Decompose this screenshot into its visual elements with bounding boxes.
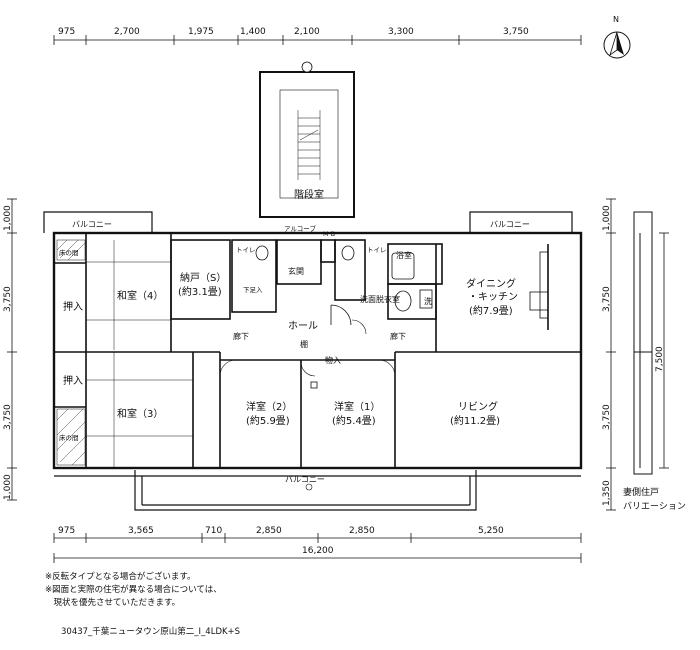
adjacent-unit-outline [633, 211, 653, 475]
bath-label: 浴室 [396, 250, 412, 260]
drain-icon [305, 483, 313, 491]
dk-name2: ・キッチン [468, 291, 518, 303]
note-line-3: 現状を優先させていただきます。 [45, 598, 181, 608]
storage-name: 納戸（S） [180, 271, 226, 284]
balcony-north [43, 211, 573, 233]
dim-right-4: 1,350 [602, 480, 612, 506]
caption: 30437_千葉ニュータウン原山第二_I_4LDK+S [61, 627, 241, 637]
wash-label: 洗 [424, 296, 432, 306]
storage-size: (約3.1畳) [178, 285, 222, 298]
dim-top-6: 3,300 [388, 27, 414, 37]
dim-right-2: 3,750 [602, 286, 612, 312]
balcony-s-label: バルコニー [285, 475, 325, 484]
dim-right-1: 1,000 [602, 205, 612, 231]
oshiire2-label: 押入 [63, 374, 83, 387]
dim-bottom-6: 5,250 [478, 526, 504, 536]
dim-bottom-3: 710 [205, 526, 222, 536]
dim-left-2: 3,750 [3, 286, 13, 312]
dim-bottom-5: 2,850 [349, 526, 375, 536]
dim-left-4: 1,000 [3, 474, 13, 500]
entrance-label: 玄関 [288, 266, 304, 276]
dk-size: (約7.9畳) [469, 304, 513, 317]
note-line-2: ※図面と実際の住宅が異なる場合については、 [45, 585, 222, 595]
dim-top-4: 1,400 [240, 27, 266, 37]
shelf-label: 棚 [300, 339, 308, 349]
hall-label: ホール [288, 320, 318, 332]
living-name: リビング [458, 400, 498, 413]
bottom-dimension-line [53, 533, 582, 563]
yo1-size: (約5.4畳) [332, 414, 376, 427]
right-dimension-line [606, 198, 669, 511]
wa4-label: 和室（4） [117, 289, 163, 302]
dim-top-3: 1,975 [188, 27, 214, 37]
tatami-pattern [56, 239, 193, 468]
dim-top-7: 3,750 [503, 27, 529, 37]
yo2-size: (約5.9畳) [246, 414, 290, 427]
side-note-line2: バリエーション [623, 501, 686, 512]
yo1-name: 洋室（1） [334, 400, 380, 413]
toilet2-label: トイレ [367, 246, 387, 254]
washroom-label: 洗面脱衣室 [360, 294, 400, 304]
dim-left-3: 3,750 [3, 404, 13, 430]
mb-label: M B [323, 230, 335, 238]
hallway2-label: 廊下 [390, 331, 406, 341]
dim-top-2: 2,700 [114, 27, 140, 37]
balcony-south [54, 470, 581, 511]
stair-hall: 階段室 [259, 61, 355, 218]
alcove-label: アルコーブ [284, 224, 316, 233]
left-dimension-line [7, 198, 17, 501]
dim-bottom-2: 3,565 [128, 526, 154, 536]
wa3-label: 和室（3） [117, 407, 163, 420]
dk-name1: ダイニング [466, 277, 516, 290]
stair-label: 階段室 [294, 188, 324, 201]
tokonoma1-label: 床の間 [59, 248, 79, 257]
note-line-1: ※反転タイプとなる場合がございます。 [45, 572, 196, 582]
hallway1-label: 廊下 [233, 331, 249, 341]
dim-right-total: 7,500 [655, 346, 665, 372]
north-arrow-icon: N [603, 15, 631, 59]
dim-top-1: 975 [58, 27, 75, 37]
closet-label: 物入 [325, 355, 341, 365]
shoe-label: 下足入 [243, 286, 263, 294]
toilet1-label: トイレ [236, 246, 256, 254]
dim-right-3: 3,750 [602, 404, 612, 430]
yo2-name: 洋室（2） [246, 400, 292, 413]
fixtures [255, 245, 549, 389]
dim-bottom-4: 2,850 [256, 526, 282, 536]
outer-walls [52, 231, 583, 470]
dim-total: 16,200 [302, 546, 334, 556]
tokonoma2-label: 床の間 [59, 433, 79, 442]
living-size: (約11.2畳) [450, 414, 500, 427]
balcony-nw-label: バルコニー [72, 220, 112, 229]
dim-left-1: 1,000 [3, 205, 13, 231]
top-dimension-line [53, 35, 582, 45]
dim-bottom-1: 975 [58, 526, 75, 536]
north-label: N [613, 15, 619, 24]
oshiire1-label: 押入 [63, 300, 83, 313]
balcony-ne-label: バルコニー [490, 220, 530, 229]
door-swings [219, 319, 396, 377]
dim-top-5: 2,100 [294, 27, 320, 37]
tokonoma-hatch [56, 239, 86, 466]
side-note-line1: 妻側住戸 [623, 486, 659, 498]
